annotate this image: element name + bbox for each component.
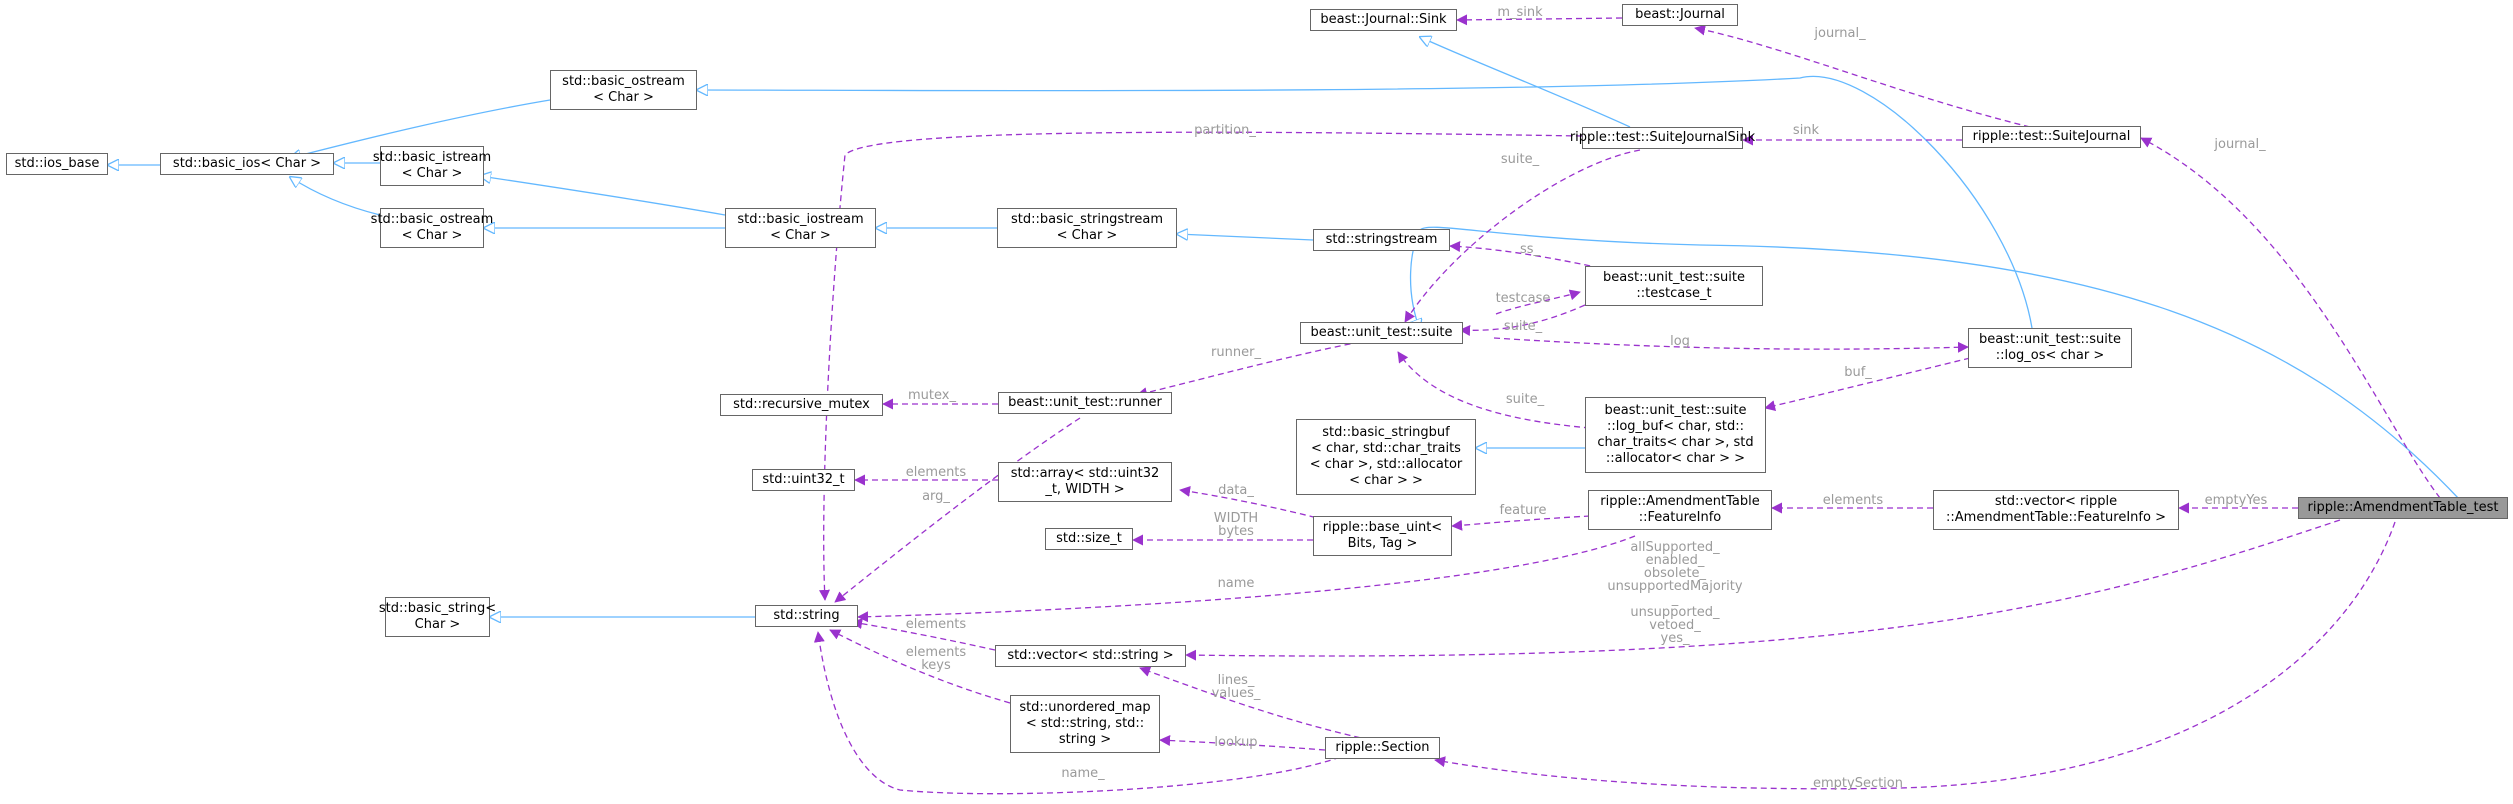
node-ripple-suite-journal[interactable]: ripple::test::SuiteJournal xyxy=(1962,126,2141,148)
inherit-edge-ostream-top-basic-ios xyxy=(290,99,551,158)
node-std-recursive-mutex[interactable]: std::recursive_mutex xyxy=(720,394,883,416)
use-edge-data xyxy=(1179,486,1326,521)
node-beast-unit-test-runner[interactable]: beast::unit_test::runner xyxy=(998,392,1172,414)
node-std-array-uint32[interactable]: std::array< std::uint32 _t, WIDTH > xyxy=(998,462,1172,502)
use-edge-name-a xyxy=(857,535,1636,623)
node-std-basic-string[interactable]: std::basic_string< Char > xyxy=(379,597,496,637)
edge-label-partition: partition_ xyxy=(1194,123,1256,138)
inherit-edge-suite-journal-sink-journal-sink xyxy=(1420,37,1631,128)
edge-label-elements-c: elements xyxy=(906,617,967,632)
use-edge-vector-members xyxy=(1185,519,2341,661)
node-std-vector-string[interactable]: std::vector< std::string > xyxy=(995,645,1186,667)
inherit-edge-iostream-istream xyxy=(480,176,726,216)
node-std-basic-istream[interactable]: std::basic_istream < Char > xyxy=(373,146,491,186)
node-ripple-base-uint[interactable]: ripple::base_uint< Bits, Tag > xyxy=(1313,516,1452,556)
node-beast-journal[interactable]: beast::Journal xyxy=(1622,4,1738,26)
node-beast-unit-test-suite[interactable]: beast::unit_test::suite xyxy=(1300,322,1463,344)
node-std-basic-ios[interactable]: std::basic_ios< Char > xyxy=(160,153,334,175)
node-std-basic-ostream-top[interactable]: std::basic_ostream < Char > xyxy=(550,70,697,110)
edge-label-vector-members: allSupported_enabled_obsolete_unsupporte… xyxy=(1607,540,1742,646)
edge-label-empty-yes: emptyYes xyxy=(2205,493,2268,508)
edge-label-sink: sink xyxy=(1793,123,1820,138)
node-ripple-section[interactable]: ripple::Section xyxy=(1325,737,1440,759)
edge-label-lookup: lookup xyxy=(1214,735,1257,750)
node-ripple-suite-journal-sink[interactable]: ripple::test::SuiteJournalSink xyxy=(1570,127,1755,149)
use-edge-suite-c xyxy=(1397,351,1591,429)
use-edge-name-b xyxy=(813,631,1341,795)
node-std-stringstream[interactable]: std::stringstream xyxy=(1313,229,1450,251)
edge-label-elements-a: elements xyxy=(906,465,967,480)
use-edge-suite-b xyxy=(1459,304,1586,336)
use-edge-journal-1 xyxy=(1694,24,2031,128)
edge-label-mutex: mutex_ xyxy=(908,388,956,403)
inherit-edge-log-os-ostream xyxy=(697,75,2033,329)
edge-label-m-sink: m_sink xyxy=(1497,5,1543,20)
edge-label-data: data_ xyxy=(1218,483,1254,498)
node-beast-suite-log-buf[interactable]: beast::unit_test::suite ::log_buf< char,… xyxy=(1585,397,1766,473)
node-std-ios-base[interactable]: std::ios_base xyxy=(6,153,108,175)
use-edge-testcase xyxy=(1495,289,1581,315)
use-edge-elements-c xyxy=(851,618,996,651)
edge-label-suite-b: suite_ xyxy=(1504,319,1543,334)
use-edge-journal-2 xyxy=(2140,137,2441,499)
use-edge-suite-a xyxy=(1404,149,1641,323)
edge-label-feature: feature xyxy=(1500,503,1547,518)
node-beast-suite-testcase-t[interactable]: beast::unit_test::suite ::testcase_t xyxy=(1585,266,1763,306)
node-ripple-feature-info[interactable]: ripple::AmendmentTable ::FeatureInfo xyxy=(1588,490,1772,530)
edge-label-elements-b: elements xyxy=(1823,493,1884,508)
use-edge-feature xyxy=(1451,515,1591,531)
use-edge-elements-keys xyxy=(829,629,1011,704)
edge-label-ss: ss_ xyxy=(1520,242,1541,257)
use-edge-log xyxy=(1493,337,1969,353)
node-beast-suite-log-os[interactable]: beast::unit_test::suite ::log_os< char > xyxy=(1968,328,2132,368)
use-edge-lookup xyxy=(1159,735,1326,751)
edge-label-journal-2: journal_ xyxy=(2213,137,2266,152)
use-edge-lines-values xyxy=(1139,666,1371,741)
node-std-uint32-t[interactable]: std::uint32_t xyxy=(752,469,855,491)
inherit-edge-stringstream-basic-stringstream xyxy=(1177,234,1314,241)
use-edge-empty-section xyxy=(1434,521,2396,790)
edge-label-lines-values: lines_values_ xyxy=(1212,673,1261,701)
use-edge-m-sink xyxy=(1456,14,1623,26)
use-edge-buf xyxy=(1764,357,1971,412)
edge-label-journal-1: journal_ xyxy=(1813,26,1866,41)
node-std-basic-iostream[interactable]: std::basic_iostream < Char > xyxy=(725,208,876,248)
node-std-basic-ostream-low[interactable]: std::basic_ostream < Char > xyxy=(371,208,493,248)
edge-label-log: log xyxy=(1670,334,1690,349)
edge-label-suite-a: suite_ xyxy=(1501,152,1540,167)
node-std-vector-feature-info[interactable]: std::vector< ripple ::AmendmentTable::Fe… xyxy=(1933,490,2179,530)
edge-label-arg: arg_ xyxy=(922,489,950,504)
node-ripple-amendment-table-test: ripple::AmendmentTable_test xyxy=(2298,497,2508,519)
node-std-unordered-map[interactable]: std::unordered_map < std::string, std:: … xyxy=(1010,695,1160,753)
inherit-edge-ostream-low-basic-ios xyxy=(290,177,381,216)
node-std-string[interactable]: std::string xyxy=(755,605,858,627)
edge-label-suite-c: suite_ xyxy=(1506,392,1545,407)
edge-label-empty-section: emptySection xyxy=(1813,776,1903,791)
use-edge-arg xyxy=(834,417,1081,603)
edge-label-name-b: name_ xyxy=(1061,766,1105,781)
edge-label-buf: buf_ xyxy=(1844,365,1872,380)
edge-label-testcase: testcase xyxy=(1496,291,1551,306)
edge-label-runner: runner_ xyxy=(1211,345,1261,360)
node-beast-journal-sink[interactable]: beast::Journal::Sink xyxy=(1310,9,1457,31)
use-edge-runner xyxy=(1136,339,1371,399)
node-std-size-t[interactable]: std::size_t xyxy=(1045,528,1133,550)
use-edge-ss xyxy=(1449,241,1601,269)
edge-label-name-a: name xyxy=(1218,576,1255,591)
node-std-basic-stringbuf[interactable]: std::basic_stringbuf < char, std::char_t… xyxy=(1296,419,1476,495)
node-std-basic-stringstream[interactable]: std::basic_stringstream < Char > xyxy=(997,208,1177,248)
use-edge-partition xyxy=(819,131,1583,601)
